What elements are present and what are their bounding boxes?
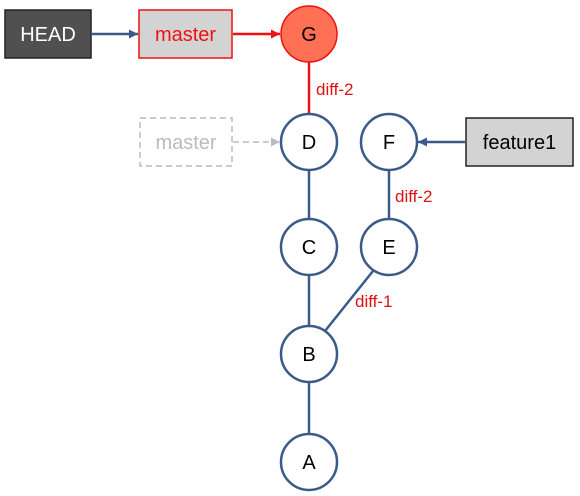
ref-head: HEAD [4,9,92,59]
commit-d-label: D [302,132,316,154]
ref-old-master: master [139,117,233,167]
edge-label-e-f: diff-2 [395,187,433,206]
commit-c-label: C [302,237,316,259]
ref-head-label: HEAD [20,24,76,46]
ref-master: master [138,9,233,59]
commit-a: A [279,432,339,492]
commit-g: G [280,5,338,63]
commit-e-label: E [382,237,395,259]
commit-g-label: G [301,24,317,46]
commit-f: F [359,112,419,172]
commit-d: D [279,112,339,172]
ref-master-label: master [155,24,216,46]
commit-b: B [279,324,339,384]
ref-feature1: feature1 [465,117,574,167]
commit-b-label: B [302,344,315,366]
commit-f-label: F [383,132,395,154]
commit-c: C [279,217,339,277]
edge-label-b-e: diff-1 [355,292,393,311]
edge-label-g-d: diff-2 [316,80,354,99]
commit-a-label: A [302,452,316,474]
edge-b-e [324,270,374,332]
commit-e: E [359,217,419,277]
ref-feature1-label: feature1 [483,132,556,154]
ref-old-master-label: master [155,132,216,154]
